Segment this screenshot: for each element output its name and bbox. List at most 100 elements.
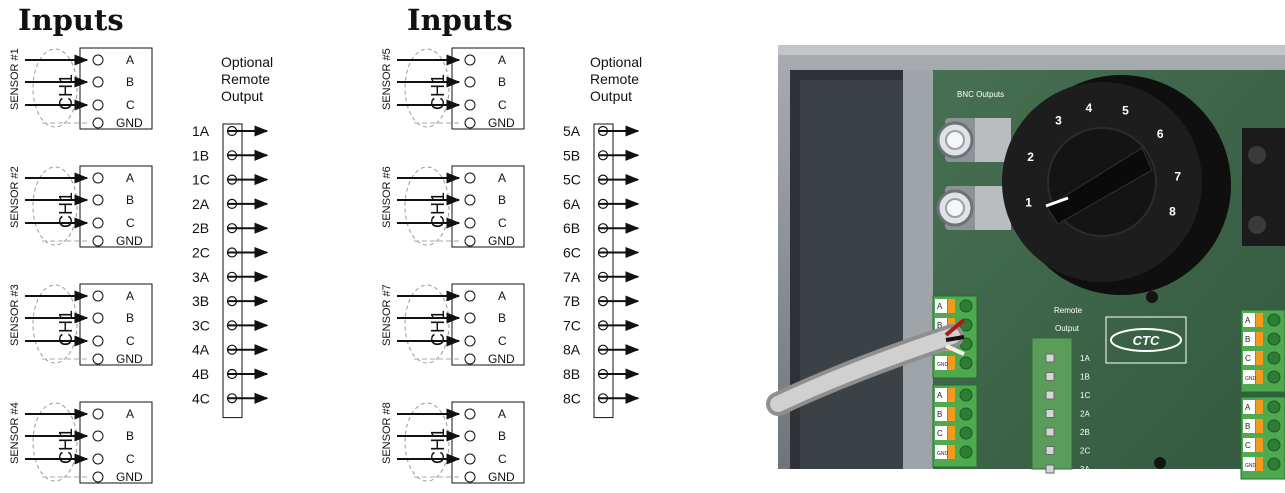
terminal-label: B — [498, 429, 506, 443]
terminal-lever — [1256, 370, 1263, 384]
terminal-label: B — [498, 193, 506, 207]
ctc-logo-text: CTC — [1133, 333, 1160, 348]
bnc-outputs-label: BNC Outputs — [957, 90, 1004, 99]
output-label: 5C — [563, 172, 581, 188]
sensor-label: SENSOR #2 — [9, 166, 21, 228]
output-label: 5B — [563, 147, 580, 163]
terminal-label: A — [126, 407, 134, 421]
output-label: 2C — [192, 245, 210, 261]
terminal-letter: A — [1245, 403, 1251, 412]
terminal-box — [79, 47, 153, 130]
terminal-letter: B — [937, 321, 942, 330]
dial-number: 8 — [1169, 204, 1176, 218]
terminal-screw — [959, 356, 973, 370]
sensor-outline — [404, 402, 450, 482]
terminal-box — [451, 401, 525, 484]
terminal-circle — [464, 408, 476, 420]
terminal-circle — [464, 54, 476, 66]
terminal-slot — [1243, 400, 1255, 414]
terminal-letter: GND — [1245, 376, 1257, 382]
output-label: 6C — [563, 245, 581, 261]
terminal-slot — [1243, 419, 1255, 433]
dial-number: 7 — [1174, 169, 1181, 183]
terminal-letter: C — [1245, 441, 1251, 450]
terminal-screw — [1267, 332, 1281, 346]
header-pin-label: 2A — [1080, 410, 1090, 419]
photo-remote-label: Remote — [1054, 306, 1083, 315]
output-label: 3C — [192, 317, 210, 333]
dial-number: 2 — [1027, 150, 1034, 164]
output-label: 8A — [563, 342, 581, 358]
terminal-circle — [464, 290, 476, 302]
terminal-label: B — [126, 429, 134, 443]
terminal-screw — [959, 407, 973, 421]
terminal-circle — [464, 194, 476, 206]
terminal-circle — [464, 471, 476, 483]
terminal-label: C — [126, 334, 135, 348]
header-pin-label: 3A — [1080, 465, 1090, 474]
terminal-slot — [935, 445, 947, 459]
terminal-circle — [92, 290, 104, 302]
terminal-label: GND — [116, 116, 143, 130]
mounting-hole — [1154, 457, 1166, 469]
sensor-label: SENSOR #5 — [381, 48, 393, 110]
terminal-circle — [92, 99, 104, 111]
output-label: 2B — [192, 220, 209, 236]
terminal-slot — [935, 407, 947, 421]
terminal-slot — [1243, 351, 1255, 365]
terminal-label: C — [126, 452, 135, 466]
terminal-label: C — [498, 452, 507, 466]
terminal-box — [451, 165, 525, 248]
sensor-outline — [404, 48, 450, 128]
terminal-circle — [464, 453, 476, 465]
terminal-lever — [1256, 313, 1263, 327]
terminal-circle — [92, 353, 104, 365]
right-inputs-title: Inputs — [407, 3, 513, 37]
terminal-label: C — [498, 334, 507, 348]
header-pin — [1045, 390, 1055, 400]
terminal-circle — [464, 235, 476, 247]
output-label: 4B — [192, 366, 209, 382]
terminal-slot — [1243, 438, 1255, 452]
terminal-slot — [1243, 332, 1255, 346]
terminal-screw — [959, 426, 973, 440]
terminal-box — [79, 283, 153, 366]
sensor-label: SENSOR #1 — [9, 48, 21, 110]
terminal-screw — [959, 299, 973, 313]
optional-label-line-3: Output — [221, 88, 263, 104]
terminal-letter: C — [937, 429, 943, 438]
output-label: 6A — [563, 196, 581, 212]
terminal-letter: B — [1245, 422, 1250, 431]
terminal-circle — [92, 217, 104, 229]
terminal-label: GND — [488, 352, 515, 366]
terminal-label: GND — [116, 470, 143, 484]
sensor-cable — [766, 318, 966, 416]
header-pin-label: 2B — [1080, 428, 1090, 437]
sensor-outline — [404, 284, 450, 364]
terminal-circle — [92, 335, 104, 347]
mounting-hole — [1146, 291, 1158, 303]
terminal-screw — [959, 388, 973, 402]
dial-number: 6 — [1157, 127, 1164, 141]
terminal-label: C — [498, 216, 507, 230]
terminal-lever — [1256, 438, 1263, 452]
terminal-slot — [935, 356, 947, 370]
remote-output-strips: 1A1B1C2A2B2C3A3B3C4A4B4C5A5B5C6A6B6C7A7B… — [192, 123, 640, 419]
terminal-label: B — [126, 193, 134, 207]
terminal-lever — [1256, 400, 1263, 414]
output-label: 4A — [192, 342, 210, 358]
terminal-label: GND — [116, 352, 143, 366]
terminal-circle — [92, 453, 104, 465]
terminal-letter: A — [1245, 316, 1251, 325]
terminal-label: A — [498, 53, 506, 67]
terminal-circle — [92, 54, 104, 66]
output-label: 7A — [563, 269, 581, 285]
